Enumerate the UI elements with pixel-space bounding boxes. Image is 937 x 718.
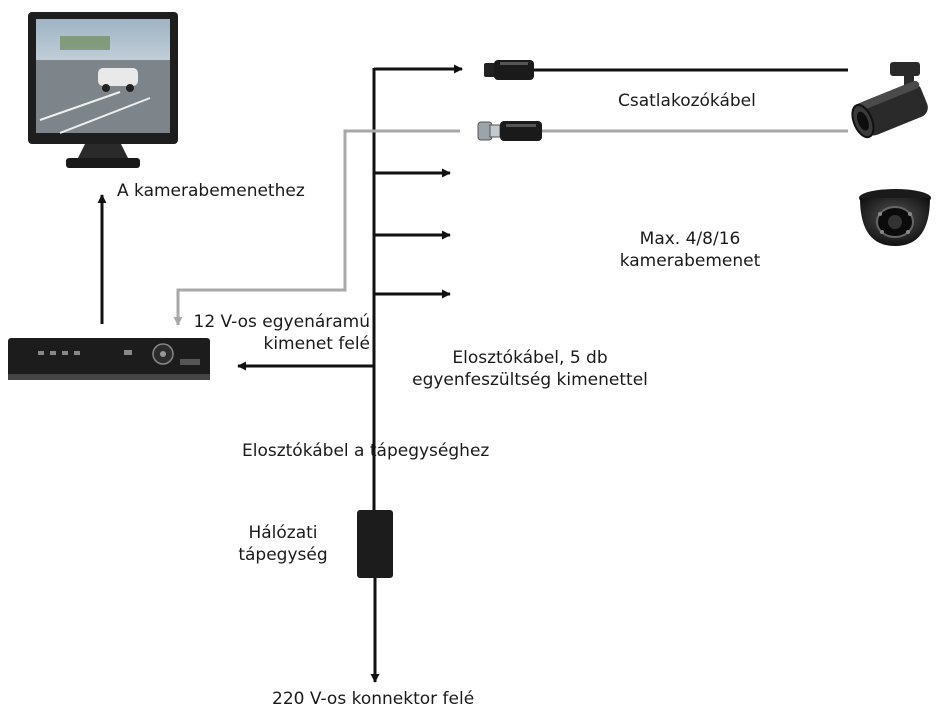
bnc-connector-icon (477, 121, 542, 141)
monitor-input-label: A kamerabemenethez (117, 181, 305, 201)
dvr-recorder-icon (8, 338, 210, 380)
max-inputs-label: Max. 4/8/16 kamerabemenet (580, 228, 800, 272)
mains-label: 220 V-os konnektor felé (272, 689, 475, 709)
video-signal-cable (173, 129, 460, 326)
psu-line-2: tápegység (238, 545, 328, 565)
max-inputs-line-1: Max. 4/8/16 (639, 229, 741, 249)
splitter-line-1: Elosztókábel, 5 db (452, 348, 608, 368)
power-supply-unit-icon (357, 510, 393, 578)
connector-cable-label: Csatlakozókábel (618, 91, 756, 111)
power-plug-connector-icon (484, 60, 534, 80)
monitor-icon (28, 12, 178, 168)
splitter-line-2: egyenfeszültség kimenettel (412, 370, 648, 390)
psu-splitter-label: Elosztókábel a tápegységhez (242, 441, 490, 461)
dc-output-line-1: 12 V-os egyenáramú (193, 312, 370, 332)
max-inputs-line-2: kamerabemenet (619, 251, 761, 271)
psu-line-1: Hálózati (248, 523, 318, 543)
splitter-label: Elosztókábel, 5 db egyenfeszültség kimen… (385, 347, 675, 391)
bullet-camera-icon (851, 62, 928, 139)
dc-output-line-2: kimenet felé (263, 334, 370, 354)
psu-label: Hálózati tápegység (218, 522, 348, 566)
dc-output-label: 12 V-os egyenáramú kimenet felé (150, 311, 370, 355)
dome-camera-icon (859, 189, 931, 246)
